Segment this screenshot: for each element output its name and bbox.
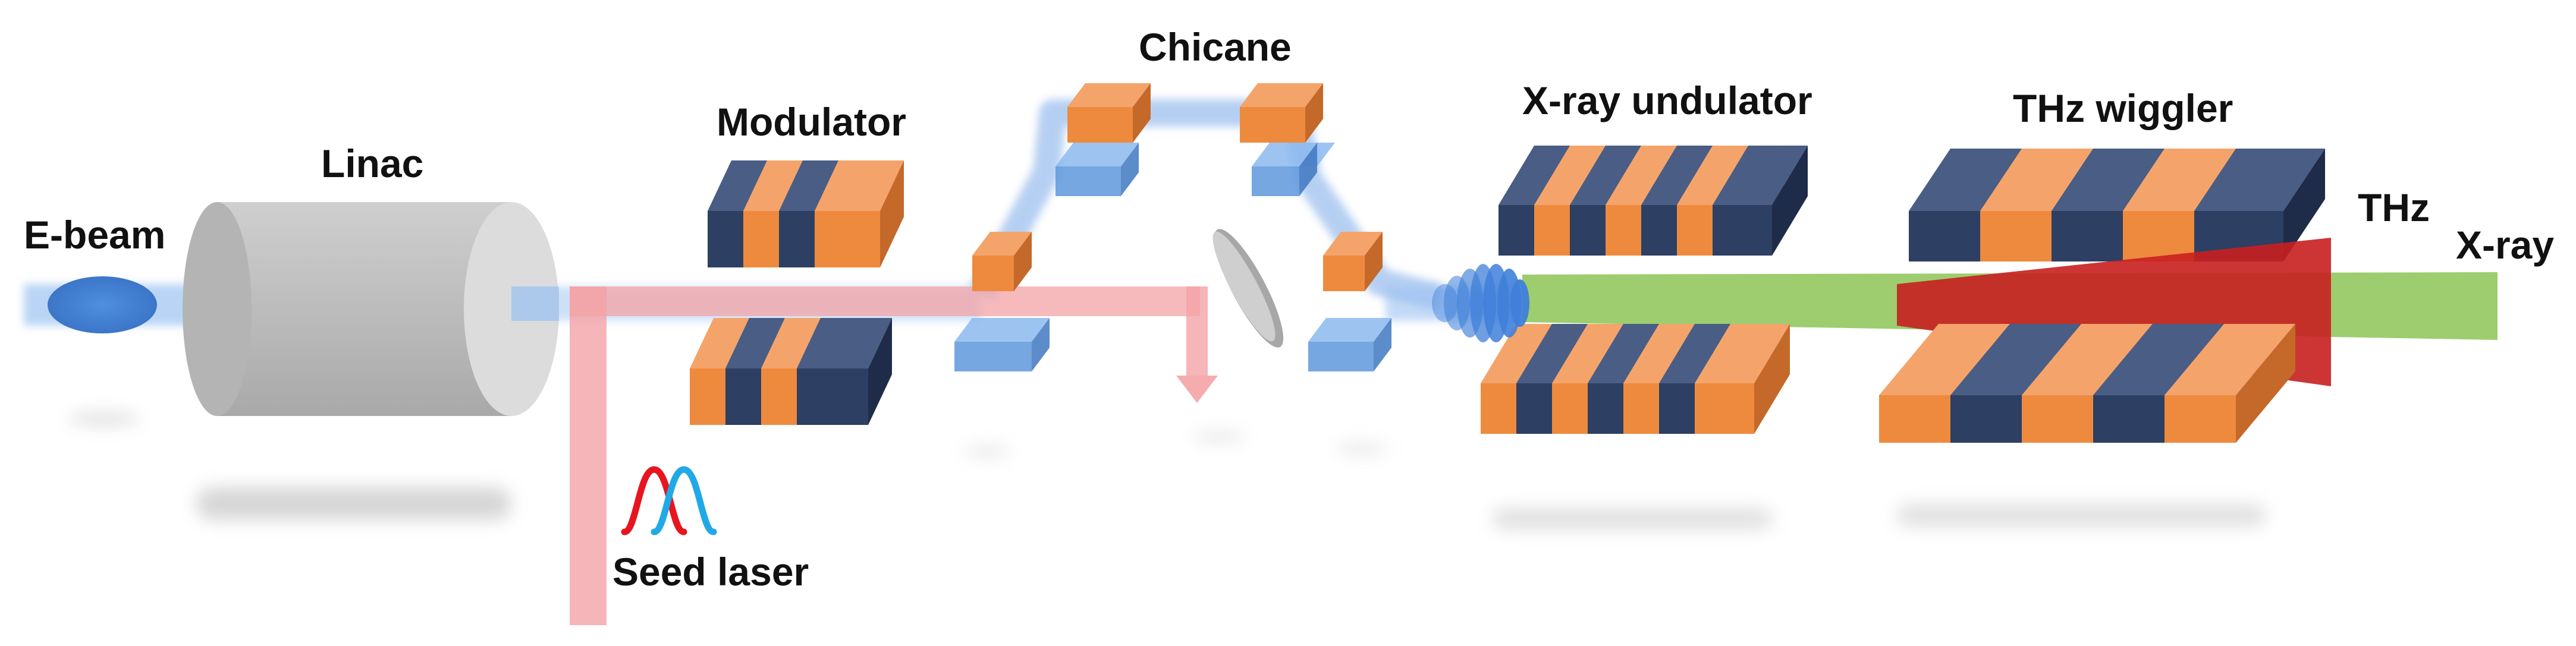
chicane <box>954 83 1391 371</box>
label-linac: Linac <box>321 141 423 185</box>
label-chicane: Chicane <box>1139 25 1292 69</box>
electron-bunch-icon <box>48 276 157 333</box>
linac <box>183 202 559 416</box>
label-thz-wiggler: THz wiggler <box>2013 86 2233 130</box>
modulator-lower-magnets <box>690 318 892 425</box>
xray-undulator-upper-magnets <box>1499 146 1808 256</box>
microbunch-icon <box>1432 264 1529 342</box>
xray-undulator <box>1481 146 1808 434</box>
label-xray-undulator: X-ray undulator <box>1522 78 1812 122</box>
label-ebeam: E-beam <box>24 213 165 257</box>
label-thz: THz <box>2358 185 2430 229</box>
mirror <box>1212 229 1284 348</box>
label-xray: X-ray <box>2456 223 2554 267</box>
thz-wiggler-lower-magnets <box>1879 324 2295 443</box>
seed-laser-beam <box>570 286 1218 625</box>
modulator-upper-magnets <box>708 160 904 267</box>
thz-wiggler <box>1909 149 2325 261</box>
thz-wiggler-upper-magnets <box>1909 149 2325 261</box>
xray-undulator-lower-magnets <box>1481 324 1790 434</box>
label-seed-laser: Seed laser <box>612 550 809 594</box>
modulator <box>690 160 904 425</box>
ground-shadows <box>68 413 2266 530</box>
label-modulator: Modulator <box>717 100 906 144</box>
seed-pulses-icon <box>621 466 717 535</box>
